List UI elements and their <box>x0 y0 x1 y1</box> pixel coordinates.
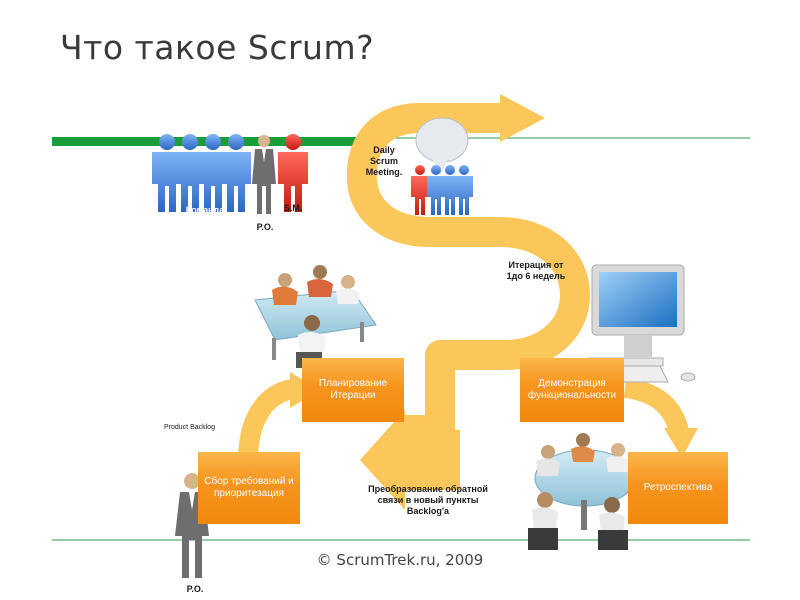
product-owner-label-bottom: P.O. <box>186 584 204 594</box>
product-owner-icon <box>252 135 276 214</box>
iteration-flow-arrow <box>346 103 590 445</box>
feedback-label: Преобразование обратной связи в новый пу… <box>368 484 488 516</box>
product-backlog-label: Product Backlog <box>164 424 215 431</box>
scrum-master-icon <box>278 134 308 212</box>
monitor-icon <box>587 264 696 383</box>
meeting-table-icon <box>254 265 377 368</box>
page-title: Что такое Scrum? <box>60 28 375 67</box>
iteration-length-label: Итерация от 1до 6 недель <box>506 260 566 281</box>
feedback-arrow-body <box>405 430 460 490</box>
scrum-master-label: S.M. <box>283 203 303 213</box>
requirements-box: Сбор требований и приоритезация <box>198 452 300 524</box>
product-owner-label-top: P.O. <box>256 222 274 232</box>
team-label: Команда <box>185 205 225 215</box>
curve-arrow-right-head <box>664 428 698 458</box>
planning-box: Планирование Итерации <box>302 358 404 422</box>
copyright-footer: © ScrumTrek.ru, 2009 <box>316 551 484 569</box>
curve-arrow-right <box>623 378 690 438</box>
team-people-icon <box>152 134 251 212</box>
daily-scrum-meeting-label: Daily Scrum Meeting. <box>365 145 403 177</box>
demo-box: Демонстрация функциональности <box>520 358 624 422</box>
speech-bubble-icon <box>415 117 469 175</box>
arrow-head-top <box>500 94 545 142</box>
retrospective-box: Ретроспектива <box>628 452 728 524</box>
arrow-head-feedback <box>360 410 405 510</box>
daily-meeting-people-icon <box>411 165 473 215</box>
retrospective-table-icon <box>528 433 636 550</box>
